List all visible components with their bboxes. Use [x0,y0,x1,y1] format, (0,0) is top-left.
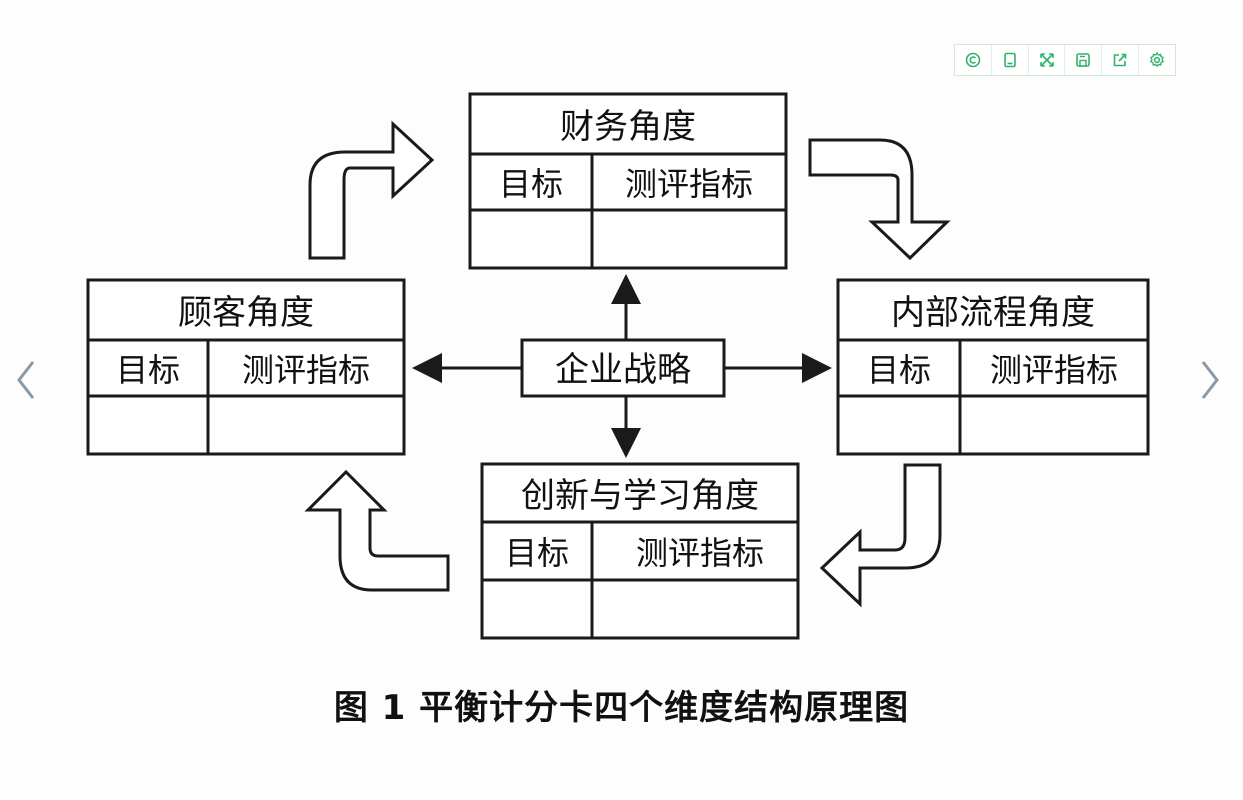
ocr-icon [965,52,981,68]
ocr-button[interactable] [955,45,992,75]
settings-icon [1149,51,1165,68]
bookmark-button[interactable] [992,45,1029,75]
center-label: 企业战略 [555,350,691,390]
learning-box: 创新与学习角度 目标 测评指标 [480,462,800,640]
learning-col-goal: 目标 [505,534,569,572]
process-title: 内部流程角度 [891,293,1095,333]
finance-col-goal: 目标 [499,165,563,203]
customer-col-measure: 测评指标 [242,351,370,389]
next-image-button[interactable] [1190,355,1230,405]
chevron-left-icon [17,361,35,399]
save-icon [1076,53,1091,67]
learning-col-measure: 测评指标 [636,534,764,572]
finance-box: 财务角度 目标 测评指标 [468,92,788,270]
share-icon [1113,53,1127,67]
cycle-arrow-bottom-right [819,463,942,608]
settings-button[interactable] [1139,45,1175,75]
image-toolbar [954,44,1176,76]
save-button[interactable] [1065,45,1103,75]
chevron-right-icon [1201,361,1219,399]
customer-title: 顾客角度 [178,293,314,333]
figure-caption: 图 1 平衡计分卡四个维度结构原理图 [333,688,910,728]
learning-title: 创新与学习角度 [521,476,759,516]
bookmark-icon [1003,52,1016,68]
previous-image-button[interactable] [6,355,46,405]
fullscreen-button[interactable] [1029,45,1066,75]
cycle-arrow-top-right [808,138,951,261]
fullscreen-icon [1039,53,1054,67]
share-button[interactable] [1102,45,1140,75]
cycle-arrow-bottom-left [304,469,450,592]
center-strategy-box: 企业战略 [520,338,726,398]
process-box: 内部流程角度 目标 测评指标 [836,278,1150,456]
cycle-arrow-top-left [308,120,435,260]
finance-title: 财务角度 [560,107,696,147]
customer-box: 顾客角度 目标 测评指标 [86,278,406,456]
finance-col-measure: 测评指标 [625,165,753,203]
process-col-measure: 测评指标 [990,351,1118,389]
process-col-goal: 目标 [867,351,931,389]
customer-col-goal: 目标 [116,351,180,389]
